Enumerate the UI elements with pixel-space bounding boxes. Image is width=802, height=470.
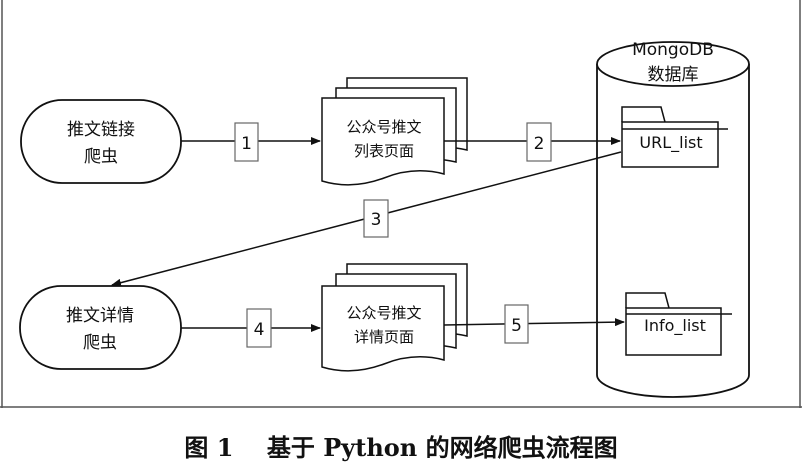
step-number-2: 2 [534, 134, 545, 154]
step-number-3: 3 [371, 210, 382, 230]
figure-title: 基于 Python 的网络爬虫流程图 [266, 433, 618, 462]
link-crawler-label-line1: 推文链接 [67, 120, 135, 140]
detail-page-label-line2: 详情页面 [354, 328, 414, 346]
url-list-collection: URL_list [621, 106, 728, 168]
step-badge-1: 1 [234, 122, 259, 162]
link-crawler-node: 推文链接 爬虫 [20, 99, 182, 184]
step-badge-5: 5 [504, 304, 529, 344]
link-crawler-label-line2: 爬虫 [84, 147, 118, 167]
step-number-4: 4 [254, 320, 265, 340]
figure-caption: 图 1 基于 Python 的网络爬虫流程图 [0, 428, 802, 463]
detail-page-documents: 公众号推文 详情页面 [321, 263, 468, 372]
list-page-label-line2: 列表页面 [354, 142, 414, 160]
step-badge-4: 4 [246, 308, 272, 348]
list-page-documents: 公众号推文 列表页面 [321, 77, 468, 186]
step-badge-2: 2 [526, 122, 552, 162]
step-badge-3: 3 [363, 199, 389, 238]
url-list-label: URL_list [639, 133, 702, 153]
detail-crawler-label-line2: 爬虫 [83, 333, 117, 353]
arrow-step-5 [443, 318, 625, 327]
info-list-collection: Info_list [625, 292, 732, 356]
database-label-line1: MongoDB [632, 40, 714, 60]
step-number-1: 1 [241, 134, 252, 154]
step-number-5: 5 [511, 316, 522, 336]
info-list-label: Info_list [644, 316, 706, 336]
list-page-label-line1: 公众号推文 [346, 118, 421, 136]
detail-crawler-label-line1: 推文详情 [66, 306, 134, 326]
detail-page-label-line1: 公众号推文 [346, 304, 421, 322]
database-label-line2: 数据库 [648, 65, 699, 85]
detail-crawler-node: 推文详情 爬虫 [19, 285, 182, 370]
figure-label: 图 1 [184, 433, 234, 462]
